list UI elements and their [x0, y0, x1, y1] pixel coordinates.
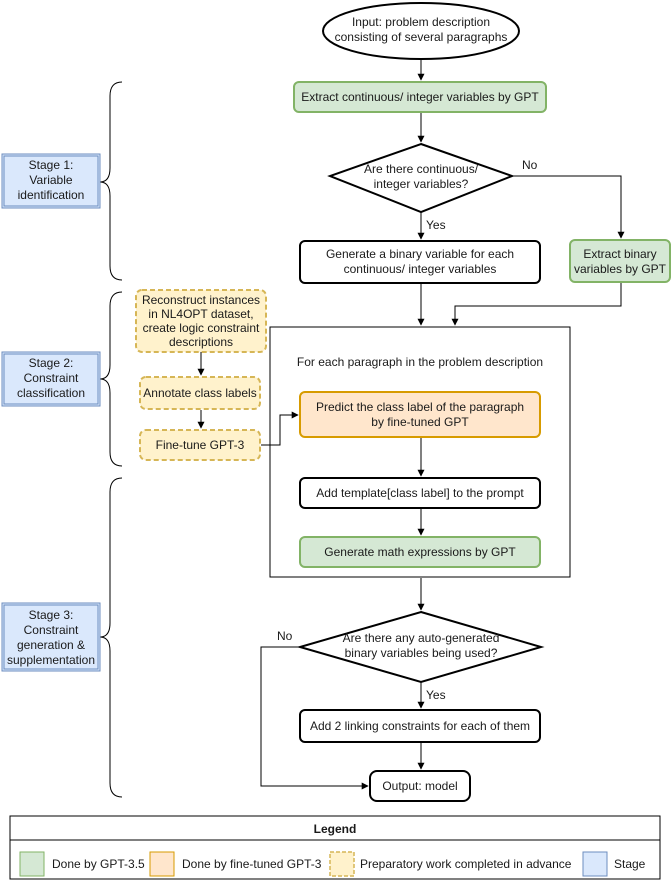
add-template-line: Add template[class label] to the prompt [316, 486, 524, 500]
decision-auxiliary-line: binary variables being used? [345, 646, 498, 660]
decision-auxiliary-line: Are there any auto-generated [343, 631, 500, 645]
legend-label: Done by GPT-3.5 [52, 857, 145, 871]
svg-text:Predict the class label of the: Predict the class label of the paragraph… [316, 400, 524, 429]
stage-1-brace [99, 81, 123, 281]
stage-1-line: identification [18, 188, 85, 202]
legend-label: Done by fine-tuned GPT-3 [182, 857, 322, 871]
generate-math-node: Generate math expressions by GPT [299, 536, 541, 568]
edge-label-no: No [277, 629, 293, 643]
svg-text:Generate a binary variable for: Generate a binary variable for eachconti… [326, 247, 514, 276]
svg-text:Extract continuous/ integer va: Extract continuous/ integer variables by… [301, 90, 539, 104]
extract-binary-line: variables by GPT [574, 262, 667, 276]
edge-decision2-no [260, 646, 369, 790]
predict-line: by fine-tuned GPT [371, 415, 469, 429]
edge-extract-binary-loop [451, 282, 622, 326]
input-line: consisting of several paragraphs [335, 30, 508, 44]
stage-2-brace [99, 291, 123, 467]
annotate-node: Annotate class labels [139, 376, 261, 410]
svg-text:Output: model: Output: model [382, 779, 457, 793]
legend-label: Preparatory work completed in advance [360, 857, 572, 871]
decision-continuous-line: integer variables? [374, 177, 469, 191]
stage-1-line: Variable [29, 173, 72, 187]
predict-node: Predict the class label of the paragraph… [299, 391, 541, 438]
loop-title: For each paragraph in the problem descri… [297, 355, 543, 369]
stage-3-line: Constraint [24, 623, 79, 637]
decision-continuous-node: Are there continuous/integer variables? [327, 142, 515, 214]
stage-3-line: generation & [17, 638, 85, 652]
add-template-node: Add template[class label] to the prompt [299, 477, 541, 509]
add-linking-node: Add 2 linking constraints for each of th… [299, 709, 541, 743]
reconstruct-line: Reconstruct instances [142, 293, 260, 307]
stage-2-line: Stage 2: [29, 356, 74, 370]
stage-3-line: supplementation [7, 653, 95, 667]
generate-binary-line: Generate a binary variable for each [326, 247, 514, 261]
reconstruct-line: descriptions [169, 335, 233, 349]
legend-label: Stage [614, 857, 646, 871]
extract-binary-line: Extract binary [583, 247, 656, 261]
input-line: Input: problem description [352, 15, 490, 29]
edge-label-yes: Yes [426, 218, 446, 232]
stage-1-line: Stage 1: [29, 158, 74, 172]
add-linking-line: Add 2 linking constraints for each of th… [310, 719, 530, 733]
stage-3-line: Stage 3: [29, 608, 74, 622]
edge-finetune-predict [261, 411, 299, 446]
svg-text:Are there continuous/integer v: Are there continuous/integer variables? [364, 162, 479, 191]
edge-label-yes: Yes [426, 688, 446, 702]
generate-binary-line: continuous/ integer variables [344, 262, 497, 276]
output-node: Output: model [369, 770, 471, 802]
reconstruct-line: in NL4OPT dataset, [148, 307, 253, 321]
stage-3-brace [99, 477, 123, 798]
decision-continuous-line: Are there continuous/ [364, 162, 479, 176]
svg-text:Add 2 linking constraints for: Add 2 linking constraints for each of th… [310, 719, 530, 733]
annotate-line: Annotate class labels [143, 386, 256, 400]
svg-text:For each paragraph in the prob: For each paragraph in the problem descri… [297, 355, 543, 369]
legend-swatch [582, 851, 608, 877]
legend-swatch [329, 851, 355, 877]
legend: Legend Done by GPT-3.5 Done by fine-tune… [9, 815, 661, 880]
svg-text:Generate math expressions by G: Generate math expressions by GPT [324, 545, 516, 559]
generate-math-line: Generate math expressions by GPT [324, 545, 516, 559]
edge-decision-no [512, 175, 625, 239]
stage-2-line: Constraint [24, 371, 79, 385]
legend-title: Legend [314, 822, 357, 836]
finetune-line: Fine-tune GPT-3 [156, 438, 245, 452]
legend-swatch [149, 851, 175, 877]
legend-swatch [19, 851, 45, 877]
reconstruct-line: create logic constraint [143, 321, 260, 335]
predict-line: Predict the class label of the paragraph [316, 400, 524, 414]
svg-text:Fine-tune GPT-3: Fine-tune GPT-3 [156, 438, 245, 452]
stage-2-line: classification [17, 386, 85, 400]
finetune-node: Fine-tune GPT-3 [139, 429, 261, 461]
extract-variables-line: Extract continuous/ integer variables by… [301, 90, 539, 104]
output-line: Output: model [382, 779, 457, 793]
svg-text:Add template[class label] to t: Add template[class label] to the prompt [316, 486, 524, 500]
connectors [197, 60, 625, 790]
extract-variables-node: Extract continuous/ integer variables by… [293, 81, 547, 113]
edge-label-no: No [522, 158, 538, 172]
svg-text:Annotate class labels: Annotate class labels [143, 386, 256, 400]
